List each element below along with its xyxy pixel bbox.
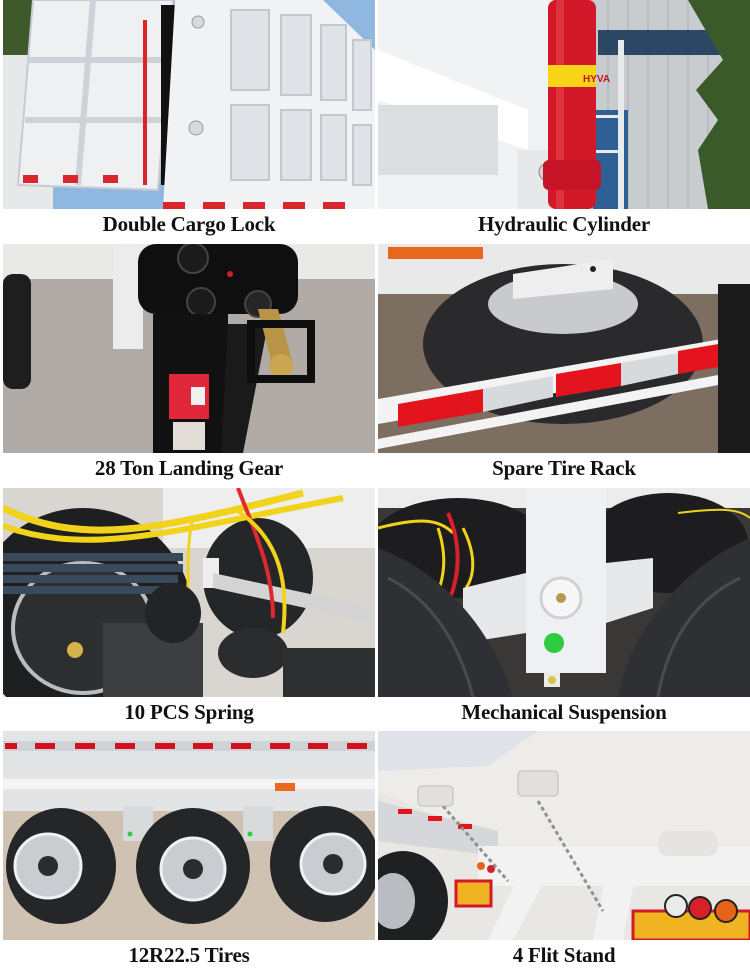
photo-spare-tire-rack [378, 244, 750, 453]
feature-caption: 4 Flit Stand [512, 943, 616, 967]
feature-caption: Spare Tire Rack [492, 456, 636, 480]
photo-landing-gear [3, 244, 375, 453]
photo-tires [3, 731, 375, 940]
photo-leaf-spring [3, 488, 375, 697]
photo-flit-stand [378, 731, 750, 940]
photo-double-cargo-lock [3, 0, 375, 209]
feature-caption: 28 Ton Landing Gear [94, 456, 284, 480]
feature-caption: Mechanical Suspension [461, 700, 667, 724]
feature-caption: 12R22.5 Tires [128, 943, 250, 967]
photo-hydraulic-cylinder: HYVA [378, 0, 750, 209]
photo-mechanical-suspension [378, 488, 750, 697]
feature-caption: Hydraulic Cylinder [478, 212, 650, 236]
feature-caption: 10 PCS Spring [124, 700, 254, 724]
hyva-label: HYVA [583, 74, 610, 85]
feature-caption: Double Cargo Lock [102, 212, 276, 236]
